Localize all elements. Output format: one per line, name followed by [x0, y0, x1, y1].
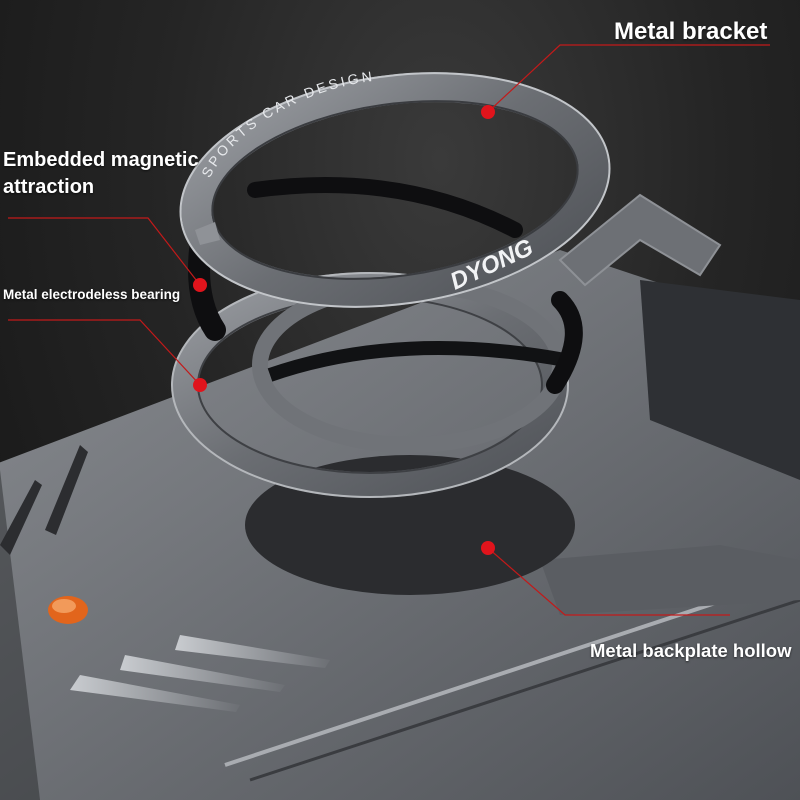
- callout-dots: [193, 105, 495, 555]
- callout-label-bearing: Metal electrodeless bearing: [3, 287, 181, 302]
- callout-line-magnetic: [8, 217, 201, 286]
- callout-dot-magnetic: [193, 278, 207, 292]
- callout-dot-backplate: [481, 541, 495, 555]
- callout-label-metal-bracket: Metal bracket: [614, 18, 768, 45]
- callout-label-magnetic: Embedded magnetic attraction: [3, 147, 199, 201]
- callout-dot-bracket: [481, 105, 495, 119]
- magnetic-arcs: [188, 177, 583, 394]
- callout-lines: [8, 44, 770, 616]
- callout-label-magnetic-line2: attraction: [3, 176, 95, 198]
- orange-accent: [48, 596, 88, 624]
- backplate-vents: [0, 445, 330, 712]
- callout-line-bracket: [487, 44, 770, 113]
- callout-label-magnetic-line1: Embedded magnetic: [3, 149, 199, 171]
- callout-line-bearing: [8, 319, 201, 386]
- callout-label-backplate: Metal backplate hollow: [590, 640, 792, 661]
- callout-line-backplate: [487, 547, 730, 616]
- callout-dot-bearing: [193, 378, 207, 392]
